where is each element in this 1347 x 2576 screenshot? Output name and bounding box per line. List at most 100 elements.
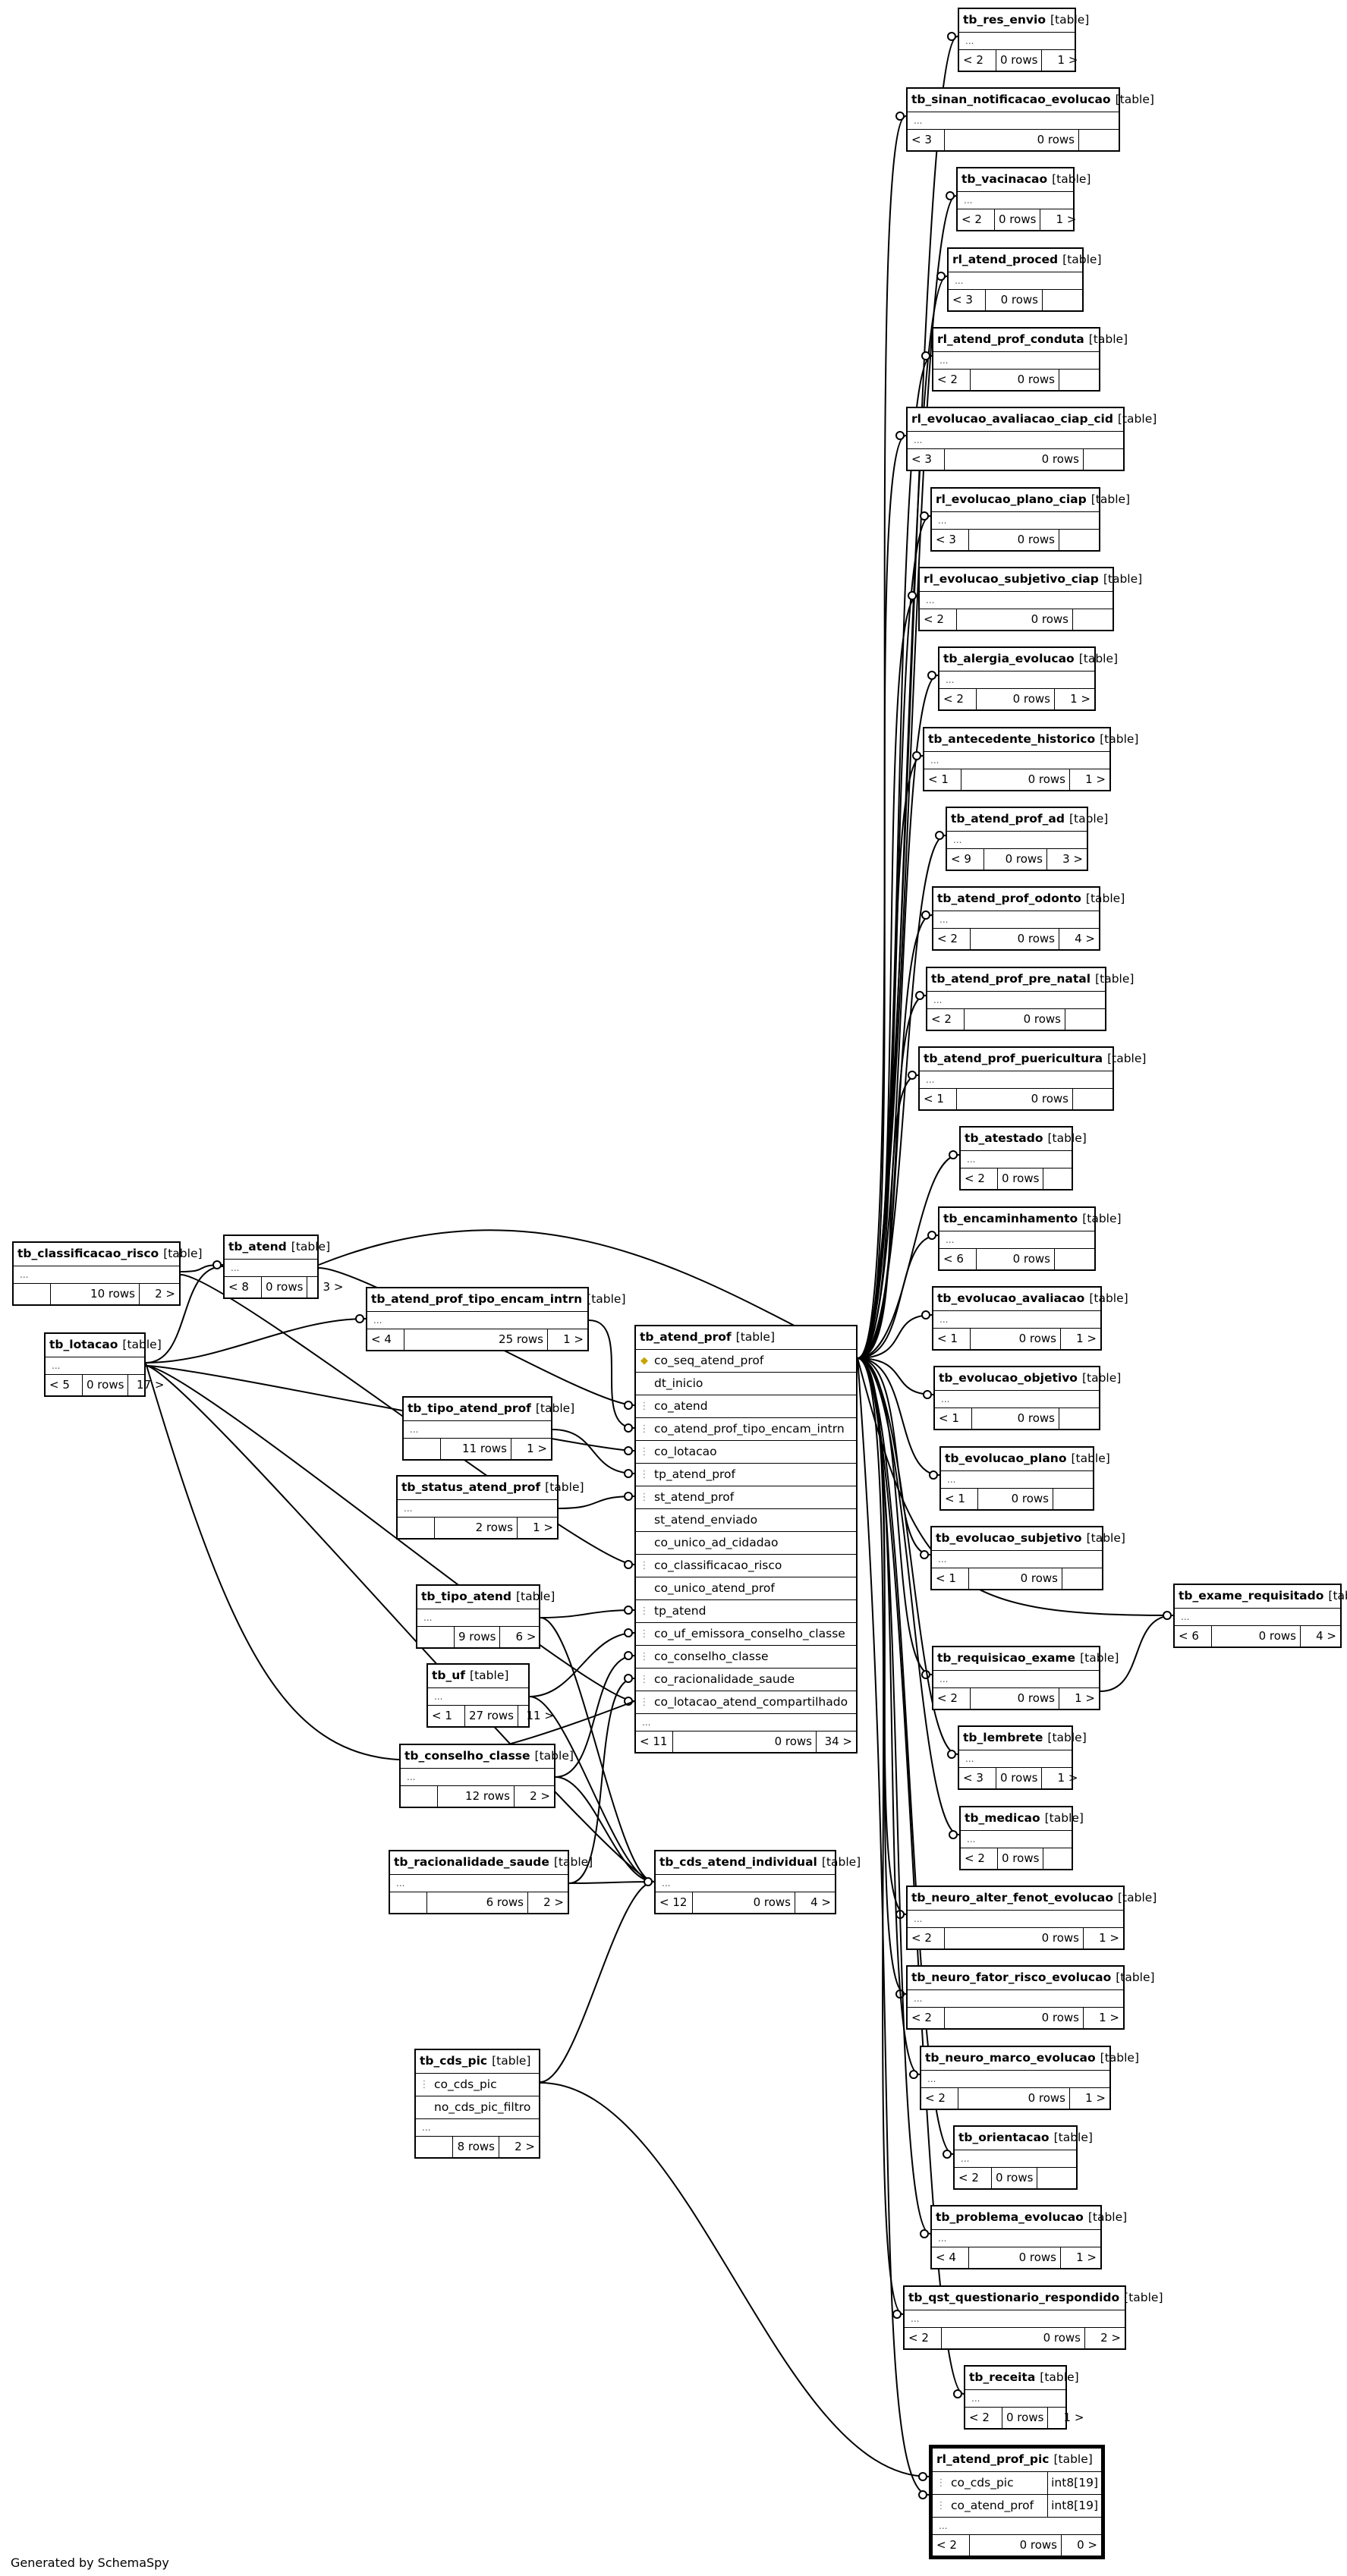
- children-count[interactable]: 0 >: [1077, 2538, 1097, 2552]
- children-count[interactable]: 1 >: [1076, 1332, 1097, 1345]
- children-count[interactable]: [1043, 290, 1082, 310]
- children-count[interactable]: [1084, 449, 1123, 470]
- table-tb_exame_requisitado[interactable]: tb_exame_requisitado[table]...< 60 rows4…: [1173, 1584, 1347, 1648]
- parents-count[interactable]: < 3: [949, 290, 986, 310]
- children-count[interactable]: [1037, 2168, 1077, 2188]
- parents-count[interactable]: < 2: [905, 2328, 942, 2348]
- children-count[interactable]: 6 >: [515, 1630, 537, 1643]
- column-row[interactable]: ⋮st_atend_prof: [636, 1486, 856, 1509]
- children-count[interactable]: 4 >: [1075, 932, 1095, 945]
- parents-count[interactable]: < 2: [961, 1848, 998, 1869]
- table-header[interactable]: tb_cds_atend_individual[table]: [656, 1851, 861, 1875]
- table-header[interactable]: tb_tipo_atend[table]: [417, 1586, 555, 1609]
- children-count[interactable]: 1 >: [1063, 2411, 1084, 2424]
- parents-count[interactable]: [14, 1284, 51, 1304]
- children-count[interactable]: [1043, 1168, 1083, 1189]
- parents-count[interactable]: < 2: [933, 370, 971, 390]
- parents-count[interactable]: < 12: [656, 1892, 693, 1913]
- table-header[interactable]: tb_antecedente_historico[table]: [924, 728, 1138, 752]
- children-count[interactable]: 1 >: [1085, 2091, 1106, 2105]
- parents-count[interactable]: < 2: [959, 50, 996, 71]
- column-row[interactable]: dt_inicio: [636, 1373, 856, 1395]
- table-header[interactable]: tb_alergia_evolucao[table]: [939, 648, 1118, 672]
- children-count[interactable]: [1059, 530, 1099, 550]
- parents-count[interactable]: [416, 2137, 453, 2157]
- parents-count[interactable]: < 1: [941, 1489, 978, 1509]
- parents-count[interactable]: [390, 1892, 427, 1913]
- children-count[interactable]: 1 >: [533, 1521, 553, 1534]
- parents-count[interactable]: < 8: [225, 1277, 262, 1297]
- table-tb_neuro_alter_fenot_evolucao[interactable]: tb_neuro_alter_fenot_evolucao[table]...<…: [906, 1886, 1157, 1950]
- column-row[interactable]: no_cds_pic_filtro: [416, 2096, 539, 2119]
- table-header[interactable]: tb_requisicao_exame[table]: [933, 1647, 1119, 1671]
- parents-count[interactable]: < 3: [932, 530, 969, 550]
- parents-count[interactable]: < 6: [1175, 1626, 1212, 1647]
- children-count[interactable]: 1 >: [1070, 692, 1091, 706]
- table-header[interactable]: rl_atend_proced[table]: [949, 249, 1102, 272]
- parents-count[interactable]: < 1: [920, 1089, 957, 1109]
- parents-count[interactable]: < 2: [939, 689, 977, 709]
- table-header[interactable]: rl_evolucao_avaliacao_ciap_cid[table]: [908, 408, 1157, 432]
- parents-count[interactable]: < 4: [367, 1329, 404, 1350]
- table-rl_evolucao_avaliacao_ciap_cid[interactable]: rl_evolucao_avaliacao_ciap_cid[table]...…: [906, 407, 1157, 471]
- column-row[interactable]: ⋮co_atend_prof_tipo_encam_intrn: [636, 1418, 856, 1441]
- parents-count[interactable]: [417, 1627, 455, 1647]
- children-count[interactable]: [1062, 1568, 1102, 1589]
- parents-count[interactable]: < 2: [961, 1168, 998, 1189]
- table-header[interactable]: tb_neuro_marco_evolucao[table]: [921, 2047, 1139, 2071]
- parents-count[interactable]: < 2: [955, 2168, 992, 2188]
- table-tb_neuro_fator_risco_evolucao[interactable]: tb_neuro_fator_risco_evolucao[table]...<…: [906, 1965, 1155, 2030]
- table-header[interactable]: tb_evolucao_avaliacao[table]: [933, 1288, 1128, 1311]
- table-header[interactable]: tb_neuro_fator_risco_evolucao[table]: [908, 1967, 1155, 1990]
- parents-count[interactable]: [398, 1518, 435, 1538]
- table-header[interactable]: tb_atend_prof_pre_natal[table]: [927, 968, 1134, 992]
- table-header[interactable]: tb_atend_prof[table]: [636, 1326, 856, 1350]
- parents-count[interactable]: < 1: [924, 769, 961, 790]
- children-count[interactable]: [1073, 1089, 1113, 1109]
- children-count[interactable]: 1 >: [1099, 1931, 1119, 1945]
- parents-count[interactable]: [404, 1439, 441, 1459]
- table-header[interactable]: tb_classificacao_risco[table]: [14, 1243, 203, 1266]
- children-count[interactable]: [1055, 1249, 1094, 1269]
- parents-count[interactable]: < 2: [921, 2088, 958, 2109]
- parents-count[interactable]: < 4: [932, 2247, 969, 2268]
- table-header[interactable]: rl_atend_prof_pic[table]: [933, 2449, 1101, 2472]
- children-count[interactable]: 17 >: [136, 1378, 165, 1392]
- children-count[interactable]: 3 >: [1062, 852, 1083, 866]
- children-count[interactable]: 1 >: [563, 1332, 584, 1346]
- children-count[interactable]: 1 >: [1056, 212, 1077, 226]
- children-count[interactable]: 1 >: [1057, 53, 1078, 67]
- table-header[interactable]: tb_uf[table]: [428, 1665, 528, 1688]
- children-count[interactable]: 1 >: [1057, 1771, 1078, 1785]
- column-row[interactable]: co_unico_atend_prof: [636, 1577, 856, 1600]
- children-count[interactable]: [1065, 1009, 1105, 1030]
- children-count[interactable]: 1 >: [1076, 2250, 1097, 2264]
- table-header[interactable]: tb_receita[table]: [965, 2367, 1079, 2390]
- table-header[interactable]: tb_neuro_alter_fenot_evolucao[table]: [908, 1887, 1157, 1911]
- parents-count[interactable]: < 11: [636, 1731, 673, 1752]
- table-header[interactable]: tb_exame_requisitado[table]: [1175, 1585, 1347, 1609]
- table-header[interactable]: tb_atestado[table]: [961, 1128, 1087, 1151]
- table-header[interactable]: tb_atend[table]: [225, 1236, 330, 1260]
- children-count[interactable]: 2 >: [530, 1789, 550, 1803]
- parents-count[interactable]: < 1: [428, 1706, 465, 1726]
- parents-count[interactable]: < 3: [908, 449, 945, 470]
